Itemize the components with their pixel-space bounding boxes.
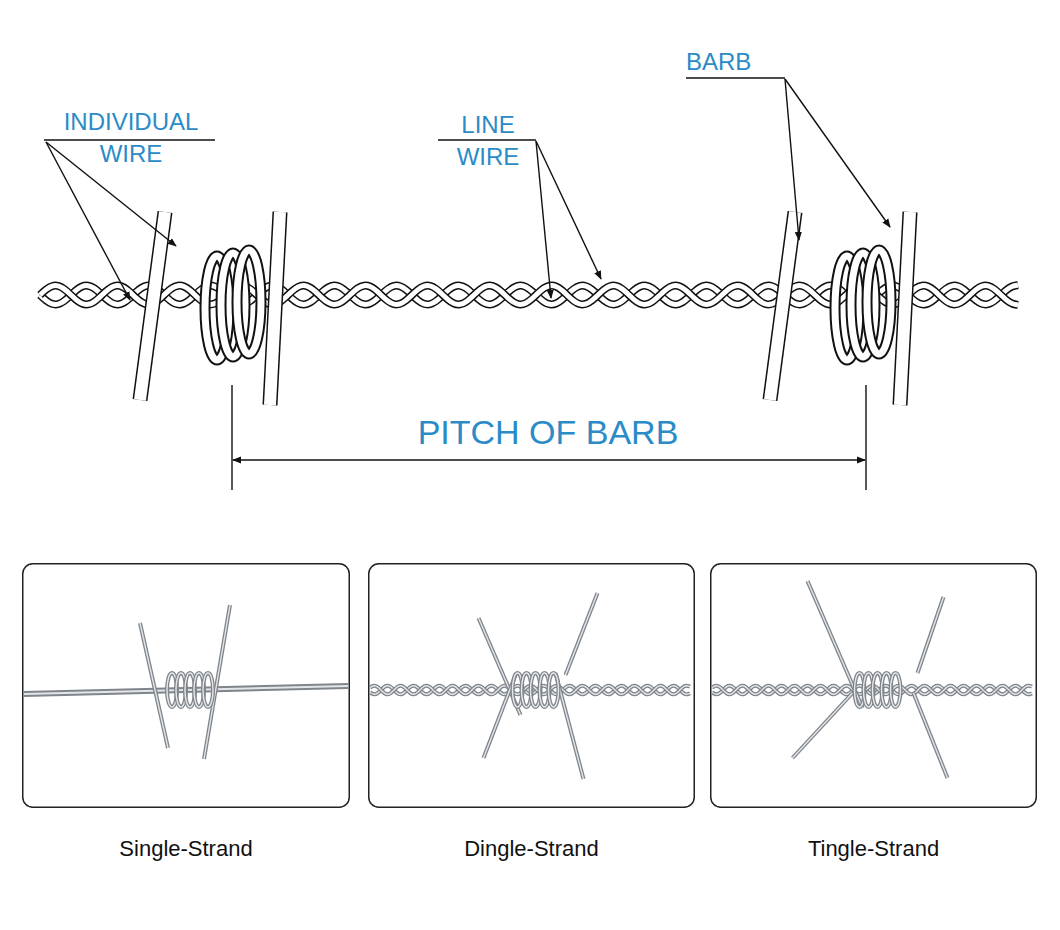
photo-barb-coil	[549, 673, 559, 707]
photo-barb-spike-shine	[140, 623, 168, 748]
photo-frame	[711, 564, 1037, 808]
leader-line	[785, 79, 799, 240]
barb-spike-outline	[900, 212, 910, 405]
photo-panel: Tingle-Strand	[710, 563, 1037, 863]
photo-barb-spike	[793, 693, 853, 758]
callout-label: LINE WIRE	[438, 109, 538, 173]
barb-spike	[140, 212, 165, 400]
leader-line	[536, 141, 551, 298]
barb-coil	[867, 250, 891, 354]
leader-line	[536, 141, 601, 279]
photo-barb-spike	[140, 623, 168, 748]
photo-barb-spike-shine	[793, 693, 853, 758]
barb-spike-outline	[770, 212, 795, 400]
photo-barb-coil	[891, 673, 901, 707]
photo-barb-coil-shine	[891, 673, 901, 707]
wire-photo	[710, 563, 1037, 808]
barb-coil	[237, 250, 261, 354]
photo-barb-spike-shine	[204, 605, 230, 759]
barb-spike-outline	[270, 212, 280, 405]
callout-label: PITCH OF BARB	[418, 412, 679, 452]
photo-barb-spike	[918, 597, 944, 673]
wire-photo	[368, 563, 695, 808]
leader-line	[865, 385, 866, 490]
photo-barb-spike	[204, 605, 230, 759]
photo-frame	[23, 564, 350, 808]
photo-panel: Dingle-Strand	[368, 563, 695, 863]
photo-barb-coil-shine	[549, 673, 559, 707]
photo-frame	[369, 564, 695, 808]
photo-caption: Tingle-Strand	[710, 835, 1037, 863]
leader-line	[231, 385, 232, 490]
barb-coil-outline	[867, 250, 891, 354]
leader-lines	[44, 78, 890, 490]
photo-barb-spike-shine	[914, 693, 948, 778]
photo-barb-spike	[566, 593, 598, 675]
barb-coil-outline	[237, 250, 261, 354]
leader-line	[785, 79, 890, 227]
photo-caption: Dingle-Strand	[368, 835, 695, 863]
leader-line	[686, 77, 785, 78]
leader-line	[438, 139, 536, 140]
photo-caption: Single-Strand	[22, 835, 350, 863]
photo-barb-spike-shine	[566, 593, 598, 675]
barb-spike-outline	[140, 212, 165, 400]
wire-drawing	[40, 212, 1018, 405]
photo-barb-spike	[914, 693, 948, 778]
leader-line	[233, 459, 865, 460]
barb-spike	[900, 212, 910, 405]
photo-panel: Single-Strand	[22, 563, 350, 863]
photo-barb-coil	[203, 673, 213, 707]
callout-label: INDIVIDUAL WIRE	[45, 106, 217, 170]
callout-label: BARB	[686, 46, 751, 78]
photo-barb-spike-shine	[918, 597, 944, 673]
barb-spike	[770, 212, 795, 400]
photo-barb-coil-shine	[203, 673, 213, 707]
barb-spike	[270, 212, 280, 405]
wire-photo	[22, 563, 350, 808]
